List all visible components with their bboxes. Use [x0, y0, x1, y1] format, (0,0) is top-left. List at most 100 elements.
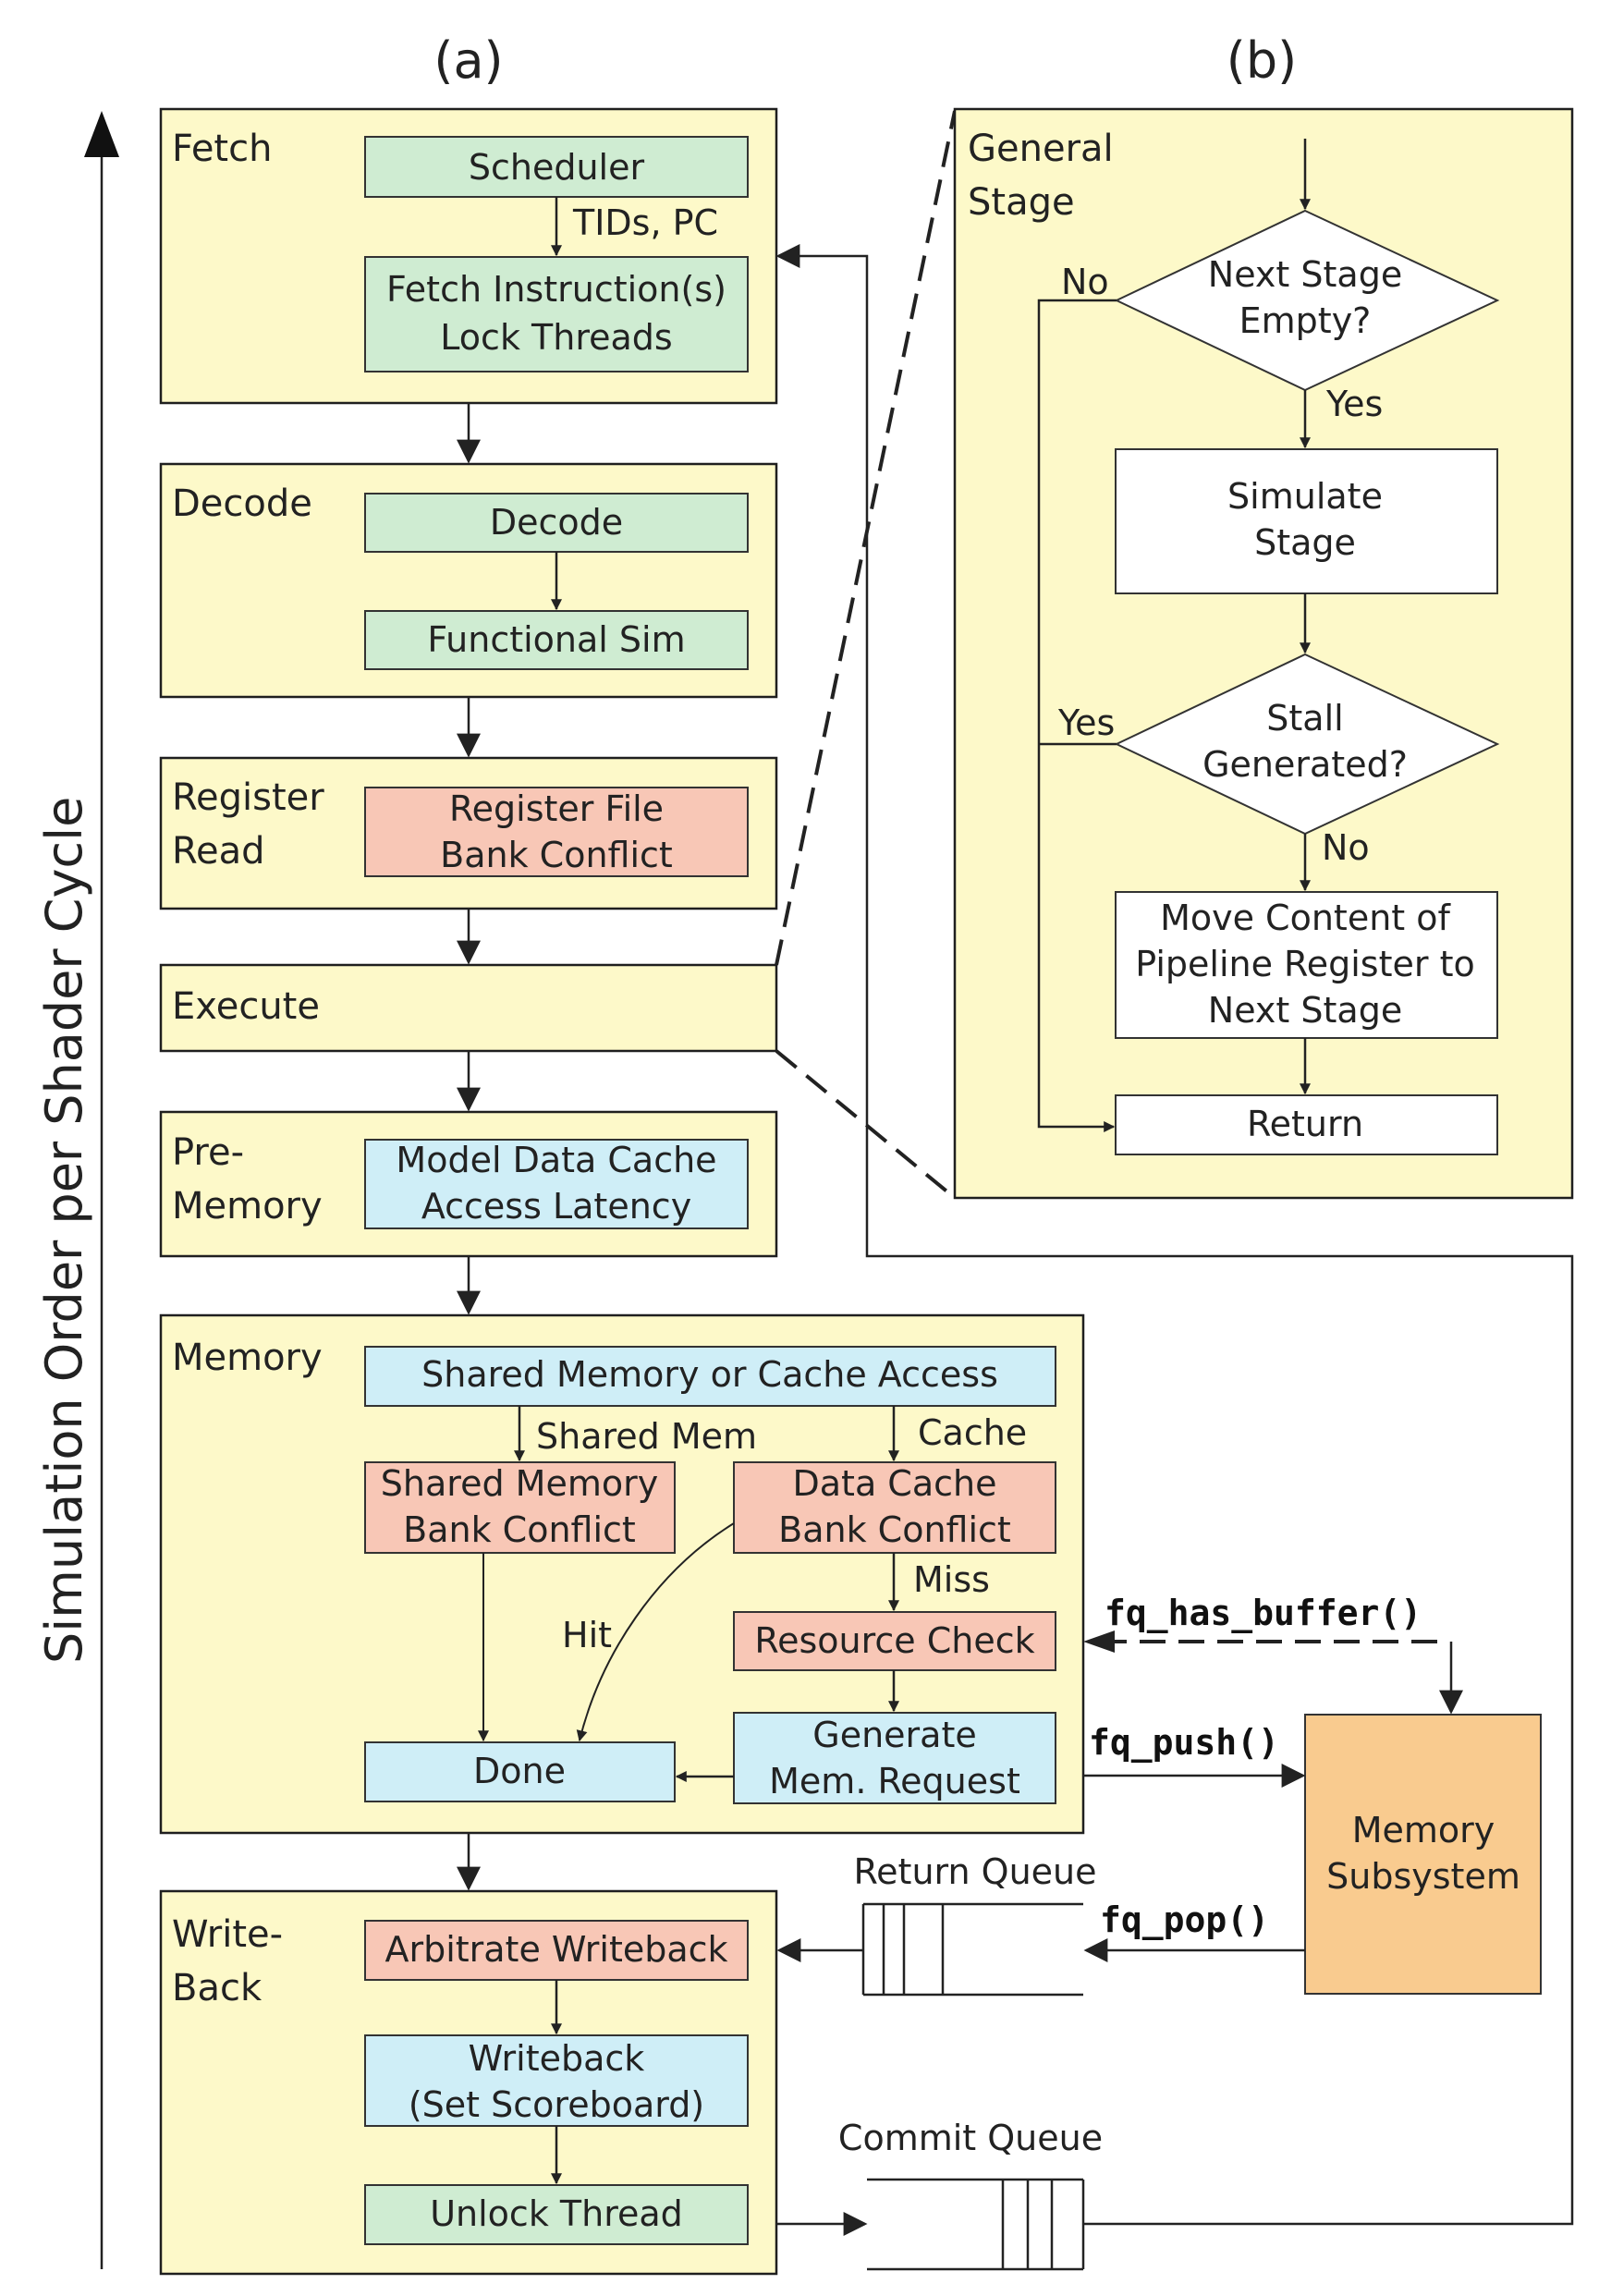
unlock-thread-box	[364, 2184, 749, 2245]
arbitrate-writeback-label: Arbitrate Writeback	[384, 1929, 727, 1970]
fetch-title: Fetch	[172, 128, 272, 170]
axis-arrowhead	[84, 111, 119, 157]
functional-sim-box	[364, 610, 749, 670]
memory-title: Memory	[172, 1337, 323, 1379]
register-read-title-2: Read	[172, 830, 265, 873]
move-content-label: Move Content of	[1160, 898, 1451, 938]
done-box	[364, 1741, 676, 1802]
set-scoreboard-label: (Set Scoreboard)	[409, 2084, 704, 2125]
memory-subsystem-box	[1304, 1714, 1542, 1995]
simulate-stage-label: Stage	[1254, 522, 1356, 563]
simulate-label: Simulate	[1227, 476, 1383, 517]
no2-label: No	[1322, 827, 1370, 868]
next-stage-label: Next Stage	[1208, 254, 1402, 295]
execute-title: Execute	[172, 985, 320, 1028]
move-content-box	[1115, 891, 1498, 1039]
generate-label: Generate	[812, 1715, 976, 1755]
decode-box-label: Decode	[490, 502, 623, 543]
resource-check-box	[733, 1611, 1056, 1671]
fq-push-label: fq_push()	[1089, 1722, 1279, 1763]
data-cache-label: Data Cache	[793, 1463, 997, 1504]
shared-memory-bank-conflict-box	[364, 1461, 676, 1554]
writeback-title-1: Write-	[172, 1913, 283, 1956]
writeback-scoreboard-box	[364, 2034, 749, 2127]
generate-mem-request-box	[733, 1712, 1056, 1804]
commit-queue-label: Commit Queue	[838, 2118, 1103, 2158]
register-file-bank-conflict-box	[364, 787, 749, 877]
register-file-label: Register File	[449, 788, 664, 829]
unlock-thread-label: Unlock Thread	[430, 2193, 683, 2234]
arbitrate-writeback-box	[364, 1920, 749, 1981]
general-stage-title-1: General	[968, 128, 1114, 170]
yes2-label: Yes	[1057, 702, 1115, 743]
fetch-stage: Fetch Scheduler TIDs, PC Fetch Instructi…	[159, 107, 778, 405]
register-read-stage: Register Read Register File Bank Conflic…	[159, 756, 778, 910]
execute-stage: Execute	[159, 963, 778, 1053]
register-read-title-1: Register	[172, 776, 324, 819]
pre-memory-title-1: Pre-	[172, 1131, 244, 1174]
general-stage-panel: General Stage Next Stage Empty? No Yes S…	[953, 107, 1574, 1200]
zoom-line-top	[775, 110, 957, 966]
model-data-cache-box	[364, 1139, 749, 1229]
return-label: Return	[1247, 1104, 1363, 1144]
access-latency-label: Access Latency	[421, 1186, 691, 1227]
return-queue-label: Return Queue	[853, 1851, 1096, 1892]
commit-queue	[867, 2178, 1085, 2271]
pre-memory-title-2: Memory	[172, 1185, 323, 1227]
fetch-instructions-label: Fetch Instruction(s)	[386, 269, 726, 310]
fq-has-buffer-label: fq_has_buffer()	[1105, 1593, 1422, 1633]
shared-bank-conflict-label: Bank Conflict	[403, 1509, 636, 1550]
cache-label: Cache	[918, 1412, 1027, 1453]
memory-subsystem-label-1: Memory	[1352, 1810, 1495, 1850]
data-cache-bank-conflict-box	[733, 1461, 1056, 1554]
resource-check-label: Resource Check	[754, 1620, 1034, 1661]
mem-request-label: Mem. Request	[769, 1761, 1020, 1801]
empty-label: Empty?	[1239, 300, 1372, 341]
fq-has-buffer-arrow-left	[1083, 1630, 1115, 1653]
tids-pc-label: TIDs, PC	[572, 202, 718, 243]
shared-memory-or-cache-access-box	[364, 1346, 1056, 1407]
return-box	[1115, 1094, 1498, 1155]
axis-label: Simulation Order per Shader Cycle	[35, 797, 93, 1664]
miss-label: Miss	[913, 1559, 990, 1600]
fq-pop-label: fq_pop()	[1100, 1899, 1269, 1940]
hit-curve	[576, 1522, 735, 1742]
generated-label: Generated?	[1202, 744, 1408, 785]
zoom-line-bottom	[775, 1049, 957, 1200]
next-stage-2-label: Next Stage	[1208, 990, 1402, 1031]
panel-b-label: (b)	[1227, 31, 1297, 90]
model-data-cache-label: Model Data Cache	[396, 1140, 716, 1180]
scheduler-label: Scheduler	[469, 147, 645, 188]
register-bank-conflict-label: Bank Conflict	[440, 835, 673, 875]
no-label: No	[1061, 262, 1109, 302]
simulate-stage-box	[1115, 448, 1498, 594]
decode-stage: Decode Decode Functional Sim	[159, 462, 778, 699]
panel-a-label: (a)	[433, 31, 503, 90]
hit-label: Hit	[562, 1615, 612, 1655]
pre-memory-stage: Pre- Memory Model Data Cache Access Late…	[159, 1110, 778, 1258]
yes-label: Yes	[1325, 384, 1383, 424]
memory-stage: Memory Shared Memory or Cache Access Sha…	[159, 1313, 1085, 1835]
writeback-title-2: Back	[172, 1967, 262, 2009]
functional-sim-label: Functional Sim	[427, 619, 685, 660]
data-bank-conflict-label: Bank Conflict	[778, 1509, 1011, 1550]
shared-memory-or-cache-access-label: Shared Memory or Cache Access	[421, 1354, 998, 1395]
return-queue	[861, 1902, 1083, 1997]
lock-threads-label: Lock Threads	[440, 317, 672, 358]
pipeline-register-label: Pipeline Register to	[1135, 944, 1474, 984]
scheduler-box	[364, 136, 749, 198]
fetch-instructions-box	[364, 256, 749, 372]
memory-subsystem-label-2: Subsystem	[1326, 1856, 1520, 1897]
writeback-label: Writeback	[469, 2038, 645, 2079]
decode-title: Decode	[172, 482, 312, 525]
commit-feedback-line	[775, 244, 1574, 2226]
writeback-stage: Write- Back Arbitrate Writeback Writebac…	[159, 1889, 778, 2276]
done-label: Done	[473, 1751, 566, 1791]
shared-memory-label: Shared Memory	[381, 1463, 658, 1504]
stall-label: Stall	[1266, 698, 1343, 739]
no-path	[1037, 299, 1117, 1132]
general-stage-title-2: Stage	[968, 181, 1075, 224]
shared-mem-label: Shared Mem	[536, 1416, 757, 1457]
